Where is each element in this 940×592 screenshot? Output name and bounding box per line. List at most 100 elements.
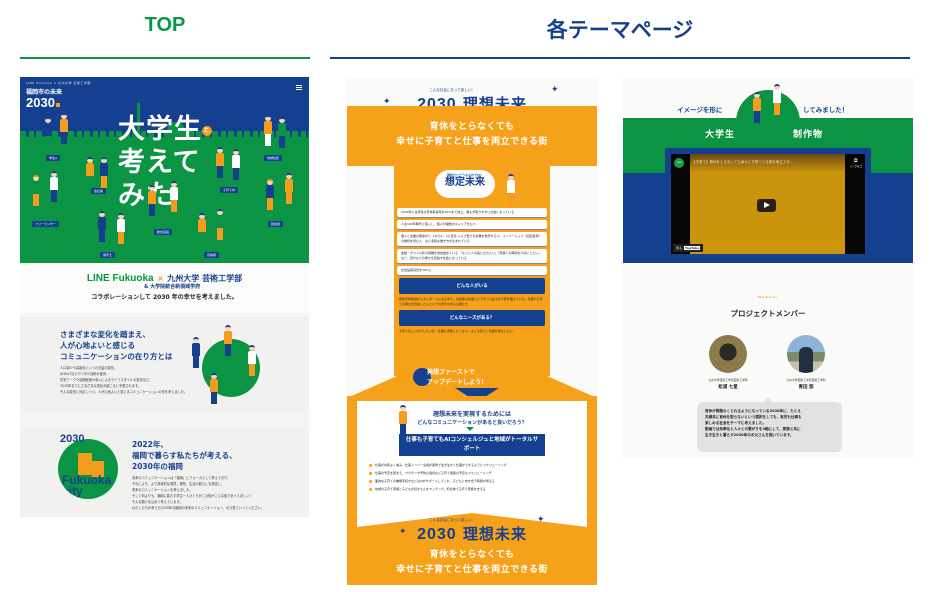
collaboration-banner: LINE Fukuoka × 九州大学 芸術工学部 & 大学院統合新領域学府 コ…	[20, 263, 309, 313]
person-tag[interactable]: 学生A	[46, 155, 61, 161]
tower-silhouette	[137, 103, 140, 143]
idea-first-text: 発想ファーストで アップデートしよう！	[427, 369, 488, 386]
expected-future-list: 2030年には男性の育休取得率を30%まで向上。誰もが取りやすい社会になっている…	[397, 208, 547, 337]
top-page-screenshot: LINE Fukuoka × 九州大学 芸術工学部 福岡市の未来 2030 大学…	[20, 77, 309, 517]
top-column-heading: TOP	[144, 14, 186, 36]
ideal-band: 育休をとらなくても 幸せに子育てと仕事を両立できる街	[347, 106, 597, 166]
person-illustration	[210, 373, 218, 404]
person-tag[interactable]: フリーランサー	[32, 221, 60, 227]
logo-tagline: LINE Fukuoka × 九州大学 芸術工学部	[26, 81, 91, 85]
ideal-future-footer-heading: こんな社会になって欲しい！ 2030 理想未来	[417, 518, 527, 543]
person-tag[interactable]: 飲食店員	[154, 229, 173, 235]
sparkle-icon: ✦	[551, 85, 559, 95]
channel-avatar[interactable]: LINE	[674, 158, 684, 168]
section-body: 未来のコミュニケーションは「福岡」にフォーカスして考えており、 それにより、より…	[132, 476, 264, 510]
person-illustration[interactable]	[198, 213, 206, 244]
person-tag[interactable]: 高齢者	[204, 252, 220, 258]
person-tag[interactable]: 子育て中	[220, 187, 239, 193]
person-tag[interactable]: 保育士	[100, 252, 116, 258]
top-heading-underline	[20, 57, 310, 59]
logo-dot-icon	[55, 103, 60, 107]
expected-kicker: 現状だとどうなるのでは？	[446, 173, 483, 177]
themes-heading-underline	[330, 57, 910, 59]
members-title: プロジェクトメンバー	[730, 309, 806, 318]
ideal-statement: 育休をとらなくても 幸せに子育てと仕事を両立できる街	[396, 122, 548, 147]
person-illustration[interactable]	[170, 181, 178, 212]
person-tag[interactable]: 会社員	[91, 188, 107, 194]
copy-link-icon[interactable]: ⧉リンクをコ	[849, 158, 862, 168]
caption-right: してみました！	[803, 106, 849, 114]
person-illustration[interactable]	[100, 157, 108, 188]
hero-title-line-2: 考えて	[118, 147, 201, 178]
arch-background	[736, 90, 800, 154]
person-illustration	[224, 325, 232, 356]
person-illustration[interactable]	[216, 209, 224, 240]
description-bubble: 育休が問題なくとれるようになっている2030年に、たとえ 夫婦共に育休を取らない…	[697, 397, 842, 452]
hamburger-icon[interactable]	[296, 85, 302, 90]
hero-section: LINE Fukuoka × 九州大学 芸術工学部 福岡市の未来 2030 大学…	[20, 77, 309, 263]
future-card: 金銭・ポスト以外の報酬を求め始めている 「もっと人の役に立ちたい」「家族との時間…	[397, 249, 547, 263]
ideal-kicker: こんな社会になって欲しい！	[429, 88, 475, 92]
who-note: 男性育休取得がスタンダードになる中で、出産後の仕事にどうやって戻るか不安を抱えて…	[399, 297, 543, 306]
play-button-icon[interactable]	[757, 199, 776, 212]
person-tag[interactable]: 経営者	[268, 221, 284, 227]
person-illustration	[753, 92, 761, 123]
badge-year: 2030	[60, 433, 85, 445]
fukuoka-city-badge: Fukuoka city	[58, 439, 118, 499]
themes-column-heading: 各テーマページ	[546, 18, 694, 42]
heading-right: 制作物	[793, 130, 824, 140]
person-illustration[interactable]	[266, 179, 274, 210]
person-illustration[interactable]	[44, 117, 52, 148]
future-card: 女性役員割合を30%に	[397, 266, 547, 275]
sparkle-icon: ✦	[537, 515, 545, 525]
grass-field	[20, 131, 309, 263]
person-illustration[interactable]	[86, 157, 94, 188]
needs-button[interactable]: どんなニーズがある？	[399, 310, 545, 326]
bullet-item: 仕事が効率よく進み、仕事メンバー全員が柔軟で生き生きと仕事ができるようにスケジュ…	[369, 463, 579, 468]
communication-section: さまざまな変化を踏まえ、 人が心地よいと感じる コミュニケーションの在り方とは …	[20, 317, 309, 412]
who-button[interactable]: どんな人がいる	[399, 278, 545, 294]
badge-city-text: Fukuoka city	[62, 473, 112, 498]
person-illustration[interactable]	[148, 185, 156, 216]
person-tag[interactable]: 地域住民	[264, 155, 283, 161]
person-illustration[interactable]	[32, 175, 40, 206]
section-title: 2022年、 福岡で暮らす私たちが考える、 2030年の福岡	[132, 440, 237, 471]
video-title[interactable]: 【子育て】育休をとらなくても幸せに子育てと仕事を両立でき…	[692, 160, 794, 164]
theme-page-screenshot: こんな社会になって欲しい！ 2030 理想未来 ✦ ✦ 育休をとらなくても 幸せ…	[347, 78, 597, 585]
heading-left: 大学生	[705, 130, 736, 140]
needs-note: 子育てもしっかりしたいが、仕事も手放したくない。よく子育てと仕事を両立したい	[399, 329, 513, 333]
line-fukuoka-logo: LINE Fukuoka	[86, 273, 154, 284]
product-page-screenshot: イメージを形に してみました！ 大学生 制作物 LINE 【子育て】育休をとらな…	[623, 78, 913, 458]
member-avatar	[787, 335, 825, 373]
logo-year: 2030	[26, 95, 55, 110]
person-illustration[interactable]	[117, 213, 125, 244]
person-illustration[interactable]	[60, 113, 68, 144]
person-illustration[interactable]	[216, 147, 224, 178]
person-illustration[interactable]	[285, 173, 293, 204]
fukuoka-2030-section: Fukuoka city 2030 2022年、 福岡で暮らす私たちが考える、 …	[20, 429, 309, 517]
university-sub: & 大学院統合新領域学府	[144, 284, 201, 290]
member-avatar	[709, 335, 747, 373]
hero-title-line-3: みた	[118, 180, 174, 211]
logo-name: 福岡市の未来	[26, 89, 63, 96]
person-illustration[interactable]	[278, 117, 286, 148]
hero-title-particle: と	[202, 125, 212, 136]
person-illustration	[192, 337, 200, 368]
person-illustration[interactable]	[232, 149, 240, 180]
university-name: 九州大学 芸術工学部	[167, 274, 243, 283]
site-logo[interactable]: LINE Fukuoka × 九州大学 芸術工学部 福岡市の未来 2030	[26, 81, 91, 109]
member-affiliation: 九州大学芸術工学部芸術工学科	[708, 378, 748, 382]
future-card: 人生100年時代に突入し、個人が複数のキャリアをもつ	[397, 220, 547, 229]
realize-question: 理想未来を実現するためには どんなコミュニケーションがあると良いだろう？	[417, 411, 527, 426]
section-body: 人口減少や高齢化といった社会の変化、 AIやIoTなどデジタル技術の進歩、 在宅…	[60, 366, 188, 394]
hero-title-line-1: 大学生	[118, 114, 202, 145]
person-illustration[interactable]	[98, 211, 106, 242]
expected-future-cloud: 現状だとどうなるのでは？ 想定未来	[435, 170, 495, 198]
person-illustration[interactable]	[264, 115, 272, 146]
member-name: 青田 悠	[798, 385, 814, 390]
expected-label: 想定未来	[445, 177, 485, 188]
globe-icon	[413, 368, 431, 386]
youtube-embed[interactable]: LINE 【子育て】育休をとらなくても幸せに子育てと仕事を両立でき… ⧉リンクを…	[671, 154, 865, 254]
person-illustration[interactable]	[50, 171, 58, 202]
